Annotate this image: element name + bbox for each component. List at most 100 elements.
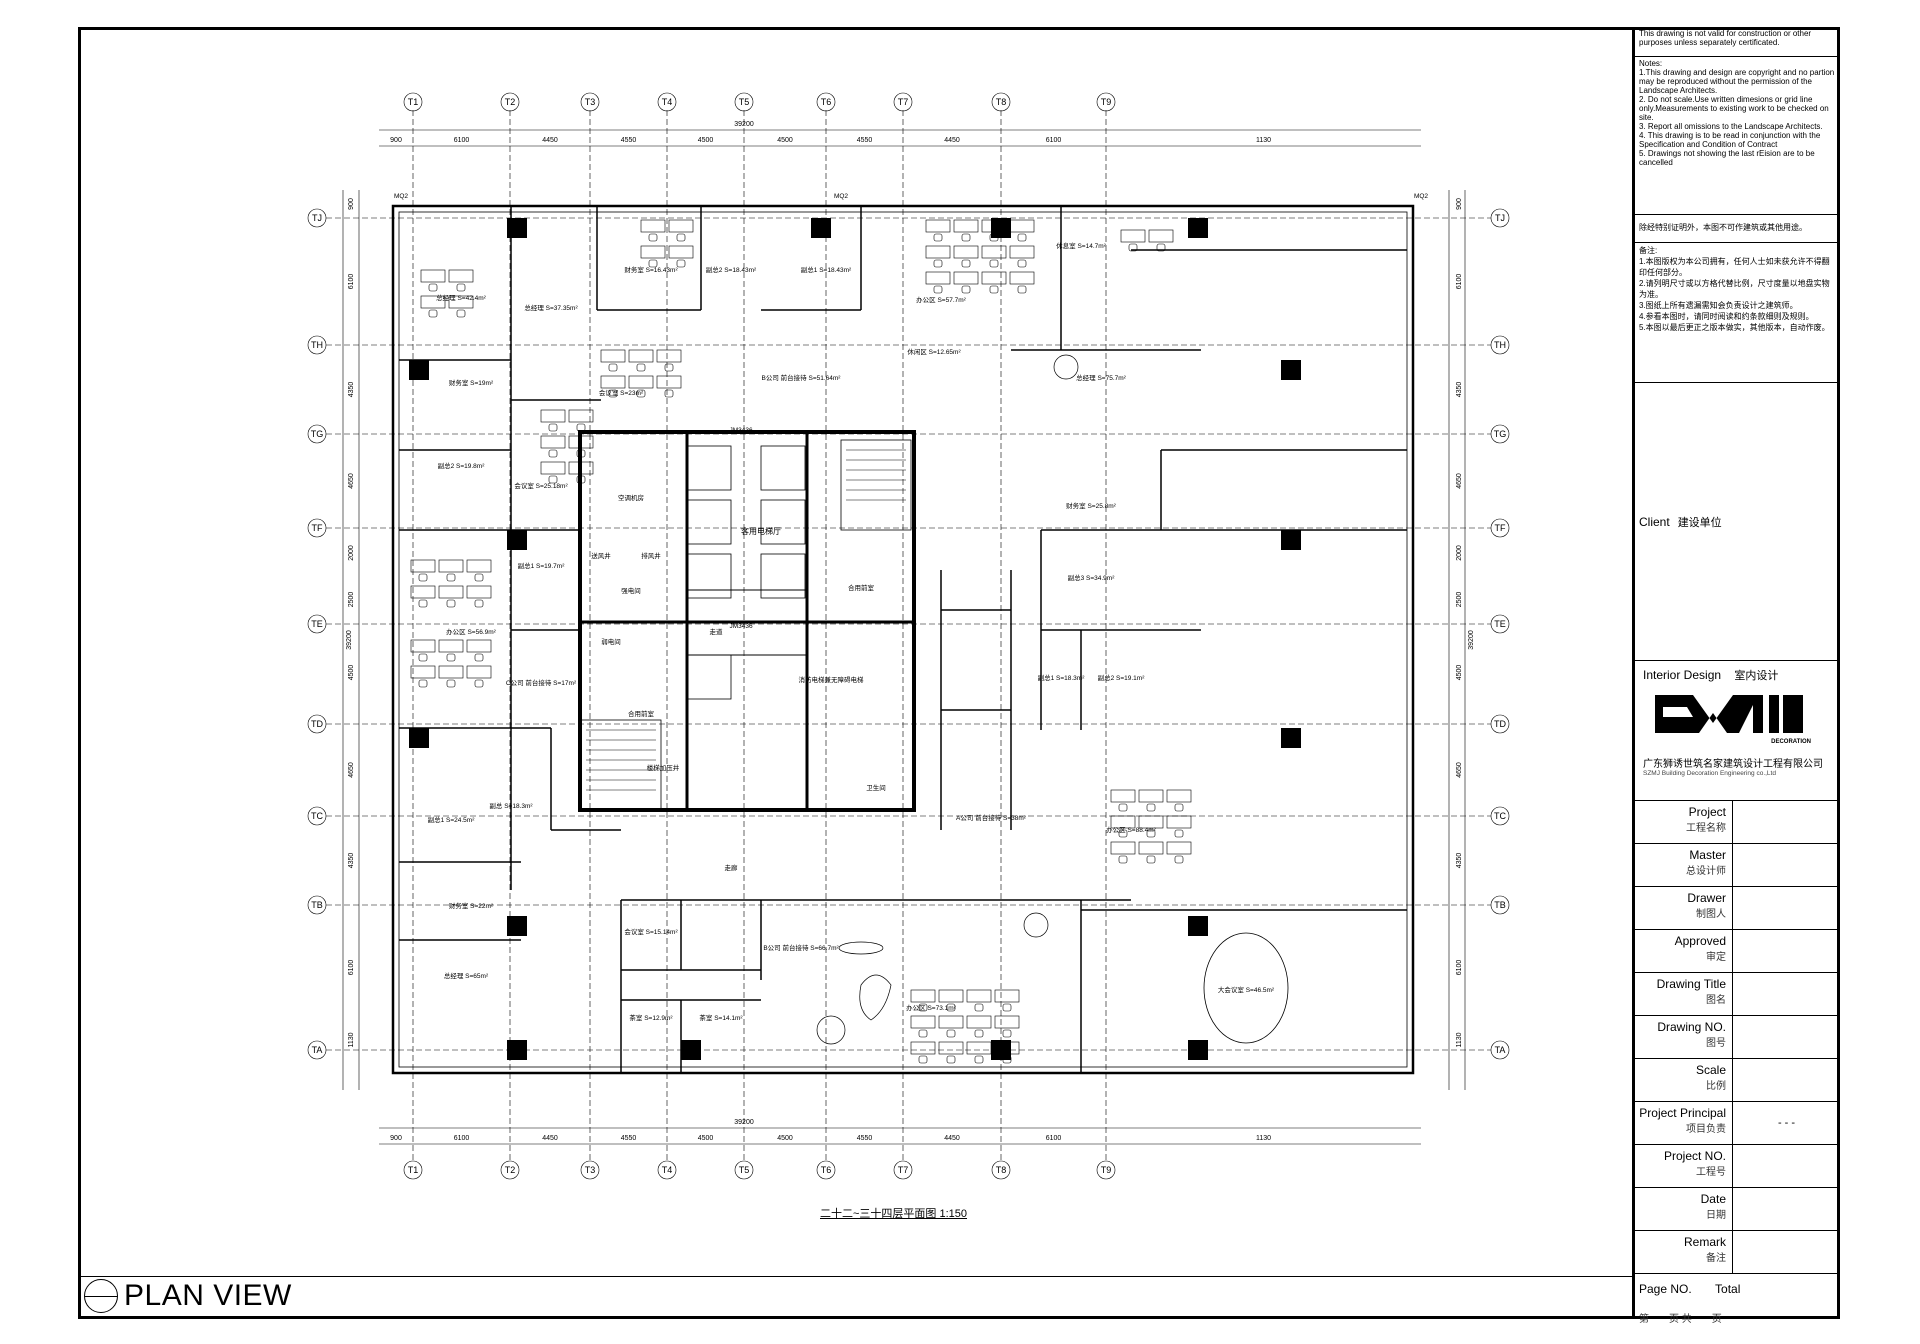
- room-label: 走道: [710, 627, 724, 636]
- room-label: 副总1 S=24.5m²: [428, 815, 476, 824]
- desk: [1148, 229, 1174, 243]
- chair: [918, 1029, 928, 1038]
- desk: [466, 639, 492, 653]
- grid-bubble-left-label: TH: [311, 340, 323, 350]
- grid-bubble-right-label: TC: [1494, 811, 1506, 821]
- chair: [576, 475, 586, 484]
- desk: [656, 375, 682, 389]
- grid-bubble-bottom-label: T3: [585, 1165, 596, 1175]
- dim-right: 4350: [1456, 382, 1463, 398]
- room-label: 财务室 S=22m²: [449, 901, 494, 910]
- room-label: B公司 前台接待 S=51.64m²: [762, 373, 842, 382]
- dim-right: 6100: [1456, 960, 1463, 976]
- dim-top: 6100: [1046, 137, 1062, 144]
- dim-left: 4650: [348, 473, 355, 489]
- desk: [668, 245, 694, 259]
- grid-bubble-bottom-label: T6: [821, 1165, 832, 1175]
- chair: [1174, 803, 1184, 812]
- chair: [676, 233, 686, 242]
- dim-left: 2500: [348, 592, 355, 608]
- grid-bubble-top: [500, 92, 520, 112]
- row-value: [1733, 973, 1840, 1015]
- grid-bubble-top: [580, 92, 600, 112]
- dim-right: 6100: [1456, 274, 1463, 290]
- grid-bubble-top-label: T4: [662, 97, 673, 107]
- desk: [540, 461, 566, 475]
- desk: [438, 639, 464, 653]
- wall-tag: MQ2: [394, 193, 408, 200]
- interior-cn: 室内设计: [1734, 670, 1779, 682]
- chair: [1146, 803, 1156, 812]
- desk: [1009, 245, 1035, 259]
- room-label: 送风井: [591, 551, 611, 560]
- dim-bottom: 1130: [1256, 1135, 1271, 1142]
- grid-bubble-bottom-label: T5: [739, 1165, 750, 1175]
- chair: [418, 679, 428, 688]
- room-label: 副总1 S=18.3m²: [1038, 673, 1086, 682]
- row-label: Project NO.工程号: [1635, 1145, 1733, 1187]
- grid-bubble-right-label: TG: [1494, 429, 1507, 439]
- chair: [1002, 1003, 1012, 1012]
- dim-total-left: 39200: [346, 630, 353, 650]
- row-label-en: Date: [1700, 1192, 1726, 1206]
- round-table: [1023, 912, 1049, 938]
- chair: [636, 389, 646, 398]
- chair: [974, 1003, 984, 1012]
- grid-bubble-left-label: TD: [311, 719, 323, 729]
- room-label: A公司 前台接待 S=38m²: [956, 813, 1027, 822]
- chair: [608, 389, 618, 398]
- grid-bubble-top-label: T8: [996, 97, 1007, 107]
- desk: [420, 295, 446, 309]
- chair: [648, 233, 658, 242]
- desk: [1009, 271, 1035, 285]
- dim-bottom: 4550: [621, 1135, 637, 1142]
- grid-bubble-left-label: TE: [311, 619, 323, 629]
- room-label: 财务室 S=16.43m²: [624, 265, 678, 274]
- page-section: Page NO. Total 第 页 共 页: [1635, 1274, 1840, 1332]
- chair: [946, 1055, 956, 1064]
- grid-bubble-top-label: T2: [505, 97, 516, 107]
- chair: [1156, 243, 1166, 252]
- grid-bubble-bottom: [657, 1160, 677, 1180]
- row-label-cn: 项目负责: [1686, 1124, 1726, 1135]
- dim-top: 4500: [698, 137, 714, 144]
- grid-bubble-left: [307, 895, 327, 915]
- grid-bubble-left-label: TB: [311, 900, 323, 910]
- row-label-en: Project NO.: [1663, 1149, 1726, 1163]
- chair: [474, 573, 484, 582]
- row-label-cn: 图号: [1706, 1038, 1726, 1049]
- grid-bubble-bottom: [816, 1160, 836, 1180]
- chair: [1146, 855, 1156, 864]
- room-label: 楼梯加压井: [647, 763, 680, 772]
- plan-title: 二十二~三十四层平面图 1:150: [820, 1208, 968, 1220]
- chair: [989, 285, 999, 294]
- desk: [600, 349, 626, 363]
- desk: [1009, 219, 1035, 233]
- grid-bubble-bottom: [991, 1160, 1011, 1180]
- desk: [981, 245, 1007, 259]
- note-cn-line: 2.请列明尺寸或以方格代替比例，尺寸度量以地盘实物为准。: [1639, 279, 1830, 299]
- dim-right: 2000: [1456, 545, 1463, 561]
- desk: [938, 1041, 964, 1055]
- desk: [953, 219, 979, 233]
- chair: [576, 423, 586, 432]
- desk: [1110, 841, 1136, 855]
- grid-bubble-bottom-label: T1: [408, 1165, 419, 1175]
- note-cn-line: 4.参看本图时，请同时阅读和约条款细则及规则。: [1639, 312, 1814, 321]
- grid-bubble-top: [991, 92, 1011, 112]
- room-label: 空调机房: [618, 493, 644, 502]
- row-value: [1733, 844, 1840, 886]
- desk: [1138, 841, 1164, 855]
- client-label: Client: [1639, 514, 1670, 529]
- desk: [410, 585, 436, 599]
- room-label: 消防电梯兼无障碍电梯: [799, 675, 865, 684]
- chair: [1128, 243, 1138, 252]
- title-block: This drawing is not valid for constructi…: [1632, 27, 1840, 1325]
- room-label: B公司 前台接待 S=66.7m²: [763, 943, 839, 952]
- room-label: 办公区 S=88.4m²: [1106, 825, 1157, 834]
- dim-total-bottom: 39200: [734, 1119, 754, 1126]
- chair: [428, 283, 438, 292]
- dim-bottom: 4500: [698, 1135, 714, 1142]
